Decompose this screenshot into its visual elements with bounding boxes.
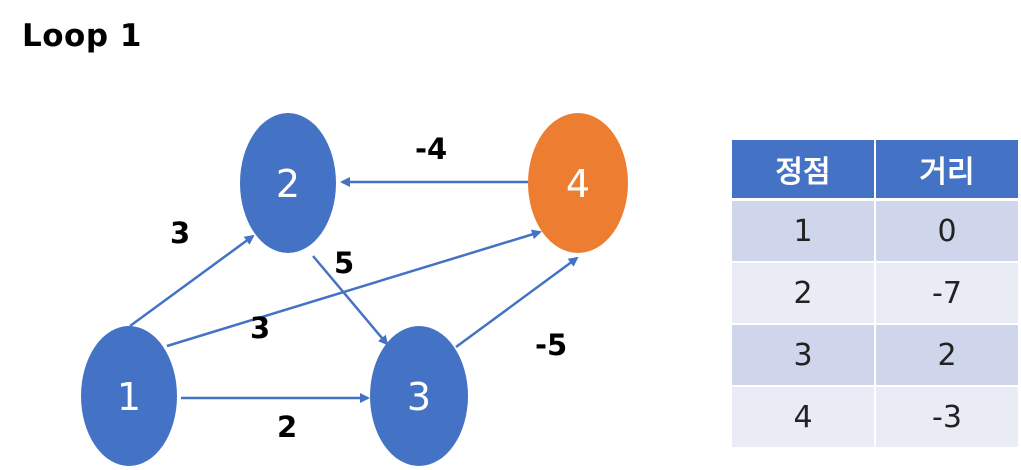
header-vertex: 정점 xyxy=(732,140,875,201)
distance-table: 정점 거리 1 0 2 -7 3 2 4 -3 xyxy=(732,140,1018,447)
edge-weight-4-2: -4 xyxy=(415,132,447,166)
node-label-3: 3 xyxy=(407,375,431,419)
edge-weight-2-3: 5 xyxy=(334,246,354,280)
distance-cell: -7 xyxy=(874,261,1018,324)
edge-3-4 xyxy=(455,256,579,349)
edge-1-2 xyxy=(129,234,255,328)
table-row: 2 -7 xyxy=(732,261,1018,324)
node-label-1: 1 xyxy=(117,375,141,419)
graph-diagram: 3 3 2 5 -5 -4 2 4 1 3 xyxy=(81,113,628,466)
distance-cell: -3 xyxy=(874,385,1018,447)
node-label-2: 2 xyxy=(276,162,300,206)
vertex-cell: 3 xyxy=(732,323,875,386)
edge-1-4 xyxy=(166,229,542,348)
table-row: 4 -3 xyxy=(732,385,1018,447)
distance-cell: 2 xyxy=(874,323,1018,386)
vertex-cell: 4 xyxy=(732,385,875,447)
edge-weight-1-3: 2 xyxy=(277,410,297,444)
edge-2-3 xyxy=(312,255,389,346)
edge-weight-1-2: 3 xyxy=(170,216,190,250)
edge-weight-1-4: 3 xyxy=(250,311,270,345)
header-distance: 거리 xyxy=(874,140,1018,201)
node-2 xyxy=(240,113,336,253)
table-row: 1 0 xyxy=(732,198,1018,262)
page-title: Loop 1 xyxy=(22,18,142,54)
table-header-row: 정점 거리 xyxy=(732,140,1018,201)
node-1 xyxy=(81,326,177,466)
table-row: 3 2 xyxy=(732,323,1018,386)
vertex-cell: 1 xyxy=(732,198,875,262)
node-3 xyxy=(370,326,468,466)
edge-weight-3-4: -5 xyxy=(535,328,567,362)
vertex-cell: 2 xyxy=(732,261,875,324)
node-4 xyxy=(528,113,628,253)
distance-cell: 0 xyxy=(874,198,1018,262)
node-label-4: 4 xyxy=(566,162,590,206)
